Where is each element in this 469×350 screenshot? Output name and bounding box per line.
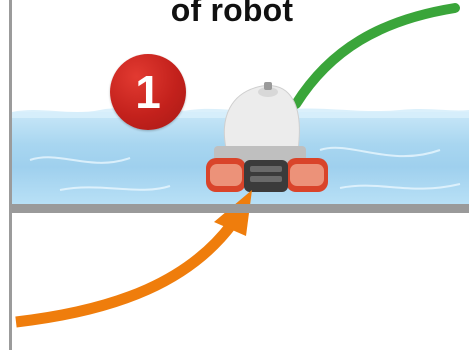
step-number-badge: 1 bbox=[110, 54, 186, 130]
robot-dome-knob bbox=[264, 82, 272, 90]
pool-floor-line bbox=[12, 204, 469, 213]
pool-robot bbox=[206, 82, 328, 192]
orange-arrow-curve bbox=[16, 224, 232, 322]
orange-arrow-head bbox=[214, 190, 252, 236]
step-number-text: 1 bbox=[110, 54, 186, 130]
green-arrow-curve bbox=[296, 8, 455, 104]
